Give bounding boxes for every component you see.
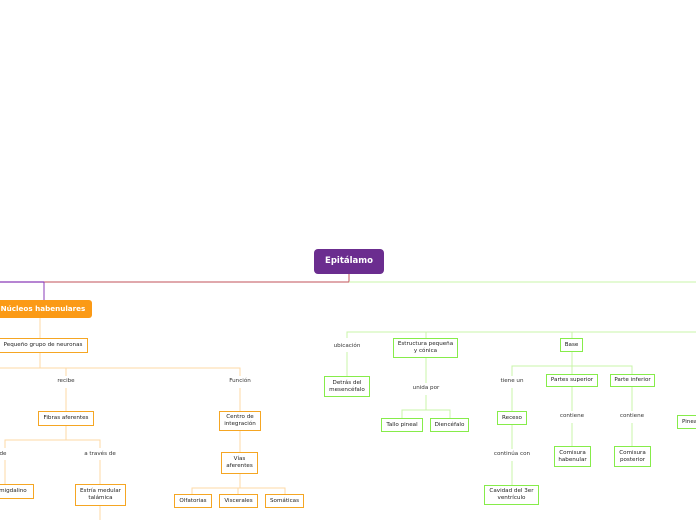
label-contiene-inferior: contiene [619, 413, 645, 419]
label-tiene-un: tiene un [500, 378, 524, 384]
node-pinea[interactable]: Pinea [677, 415, 696, 429]
node-diencefalo[interactable]: Diencéfalo [430, 418, 469, 432]
node-fibras-aferentes[interactable]: Fibras aferentes [38, 411, 94, 426]
label-a-traves-de: a través de [84, 451, 116, 457]
node-centro-integracion[interactable]: Centro de integración [219, 411, 261, 431]
label-de: de [0, 451, 7, 457]
link-green-main [346, 331, 696, 338]
node-base[interactable]: Base [560, 338, 583, 352]
node-comisura-posterior[interactable]: Comisura posterior [614, 446, 651, 467]
node-olfatorias[interactable]: Olfatorias [174, 494, 212, 508]
node-pequeno-grupo[interactable]: Pequeño grupo de neuronas [0, 338, 88, 353]
node-partes-superior[interactable]: Partes superior [546, 374, 598, 387]
link-unida-split [401, 395, 451, 418]
link-fibras-split [4, 426, 101, 448]
label-ubicacion: ubicación [333, 343, 361, 349]
node-viscerales[interactable]: Viscerales [219, 494, 258, 508]
node-comisura-habenular[interactable]: Comisura habenular [554, 446, 591, 467]
node-estructura-pequena[interactable]: Estructura pequeña y cónica [393, 338, 458, 358]
node-detras-mesencefalo[interactable]: Detrás del mesencéfalo [324, 376, 370, 397]
node-vias-aferentes[interactable]: Vías aferentes [221, 452, 258, 474]
label-continua-con: continúa con [493, 451, 531, 457]
node-parte-inferior[interactable]: Parte inferior [610, 374, 655, 387]
node-receso[interactable]: Receso [497, 411, 527, 425]
topic-nucleos-habenulares[interactable]: Núcleos habenulares [0, 300, 92, 318]
label-contiene-superior: contiene [559, 413, 585, 419]
label-unida-por: unida por [412, 385, 440, 391]
link-vias-split [191, 474, 286, 494]
node-amigdalino[interactable]: Amigdalino [0, 484, 34, 499]
label-funcion: Función [229, 378, 251, 384]
node-somaticas[interactable]: Somáticas [265, 494, 304, 508]
label-recibe: recibe [57, 378, 75, 384]
root-topic-epitalamo[interactable]: Epitálamo [314, 249, 384, 274]
link-group-split [0, 353, 241, 376]
link-base-split [511, 352, 633, 376]
node-estria-medular[interactable]: Estría medular talámica [75, 484, 126, 506]
node-cavidad-3er-ventriculo[interactable]: Cavidad del 3er ventrículo [484, 485, 539, 505]
link-root-left [0, 274, 350, 283]
node-tallo-pineal[interactable]: Tallo pineal [381, 418, 423, 432]
